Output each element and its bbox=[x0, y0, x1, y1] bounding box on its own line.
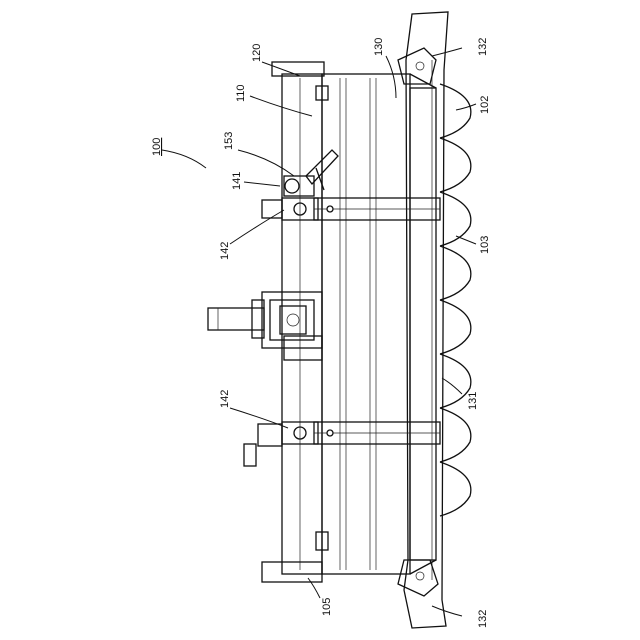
blade bbox=[440, 300, 471, 354]
frame-plate-130 bbox=[322, 74, 436, 574]
label-120: 120 bbox=[251, 44, 263, 62]
blade-row bbox=[440, 84, 471, 516]
label-100: 100 bbox=[151, 138, 163, 156]
label-105: 105 bbox=[321, 598, 333, 616]
label-132-top: 132 bbox=[477, 38, 489, 56]
blade bbox=[440, 138, 471, 192]
blade bbox=[440, 192, 471, 246]
label-132-bottom: 132 bbox=[477, 610, 489, 628]
label-131: 131 bbox=[467, 392, 479, 410]
label-110: 110 bbox=[235, 84, 247, 102]
bracket-142-upper bbox=[262, 176, 318, 220]
rotor-tube-110 bbox=[262, 62, 328, 582]
blade bbox=[440, 84, 471, 138]
blade bbox=[440, 246, 471, 300]
label-153: 153 bbox=[223, 132, 235, 150]
cross-brace-upper bbox=[314, 198, 440, 220]
blade bbox=[440, 462, 471, 516]
label-142-lower: 142 bbox=[219, 390, 231, 408]
cross-brace-lower bbox=[314, 422, 440, 444]
label-130: 130 bbox=[373, 38, 385, 56]
gearbox bbox=[208, 292, 322, 360]
label-142-upper: 142 bbox=[219, 242, 231, 260]
label-103: 103 bbox=[479, 236, 491, 254]
blade bbox=[440, 408, 471, 462]
label-102: 102 bbox=[479, 96, 491, 114]
bracket-142-lower bbox=[244, 422, 318, 466]
end-bracket-top bbox=[398, 48, 436, 84]
leader-lines bbox=[162, 48, 476, 616]
label-141: 141 bbox=[231, 172, 243, 190]
reference-labels: 100 120 110 130 132 102 153 141 142 103 … bbox=[151, 38, 491, 628]
